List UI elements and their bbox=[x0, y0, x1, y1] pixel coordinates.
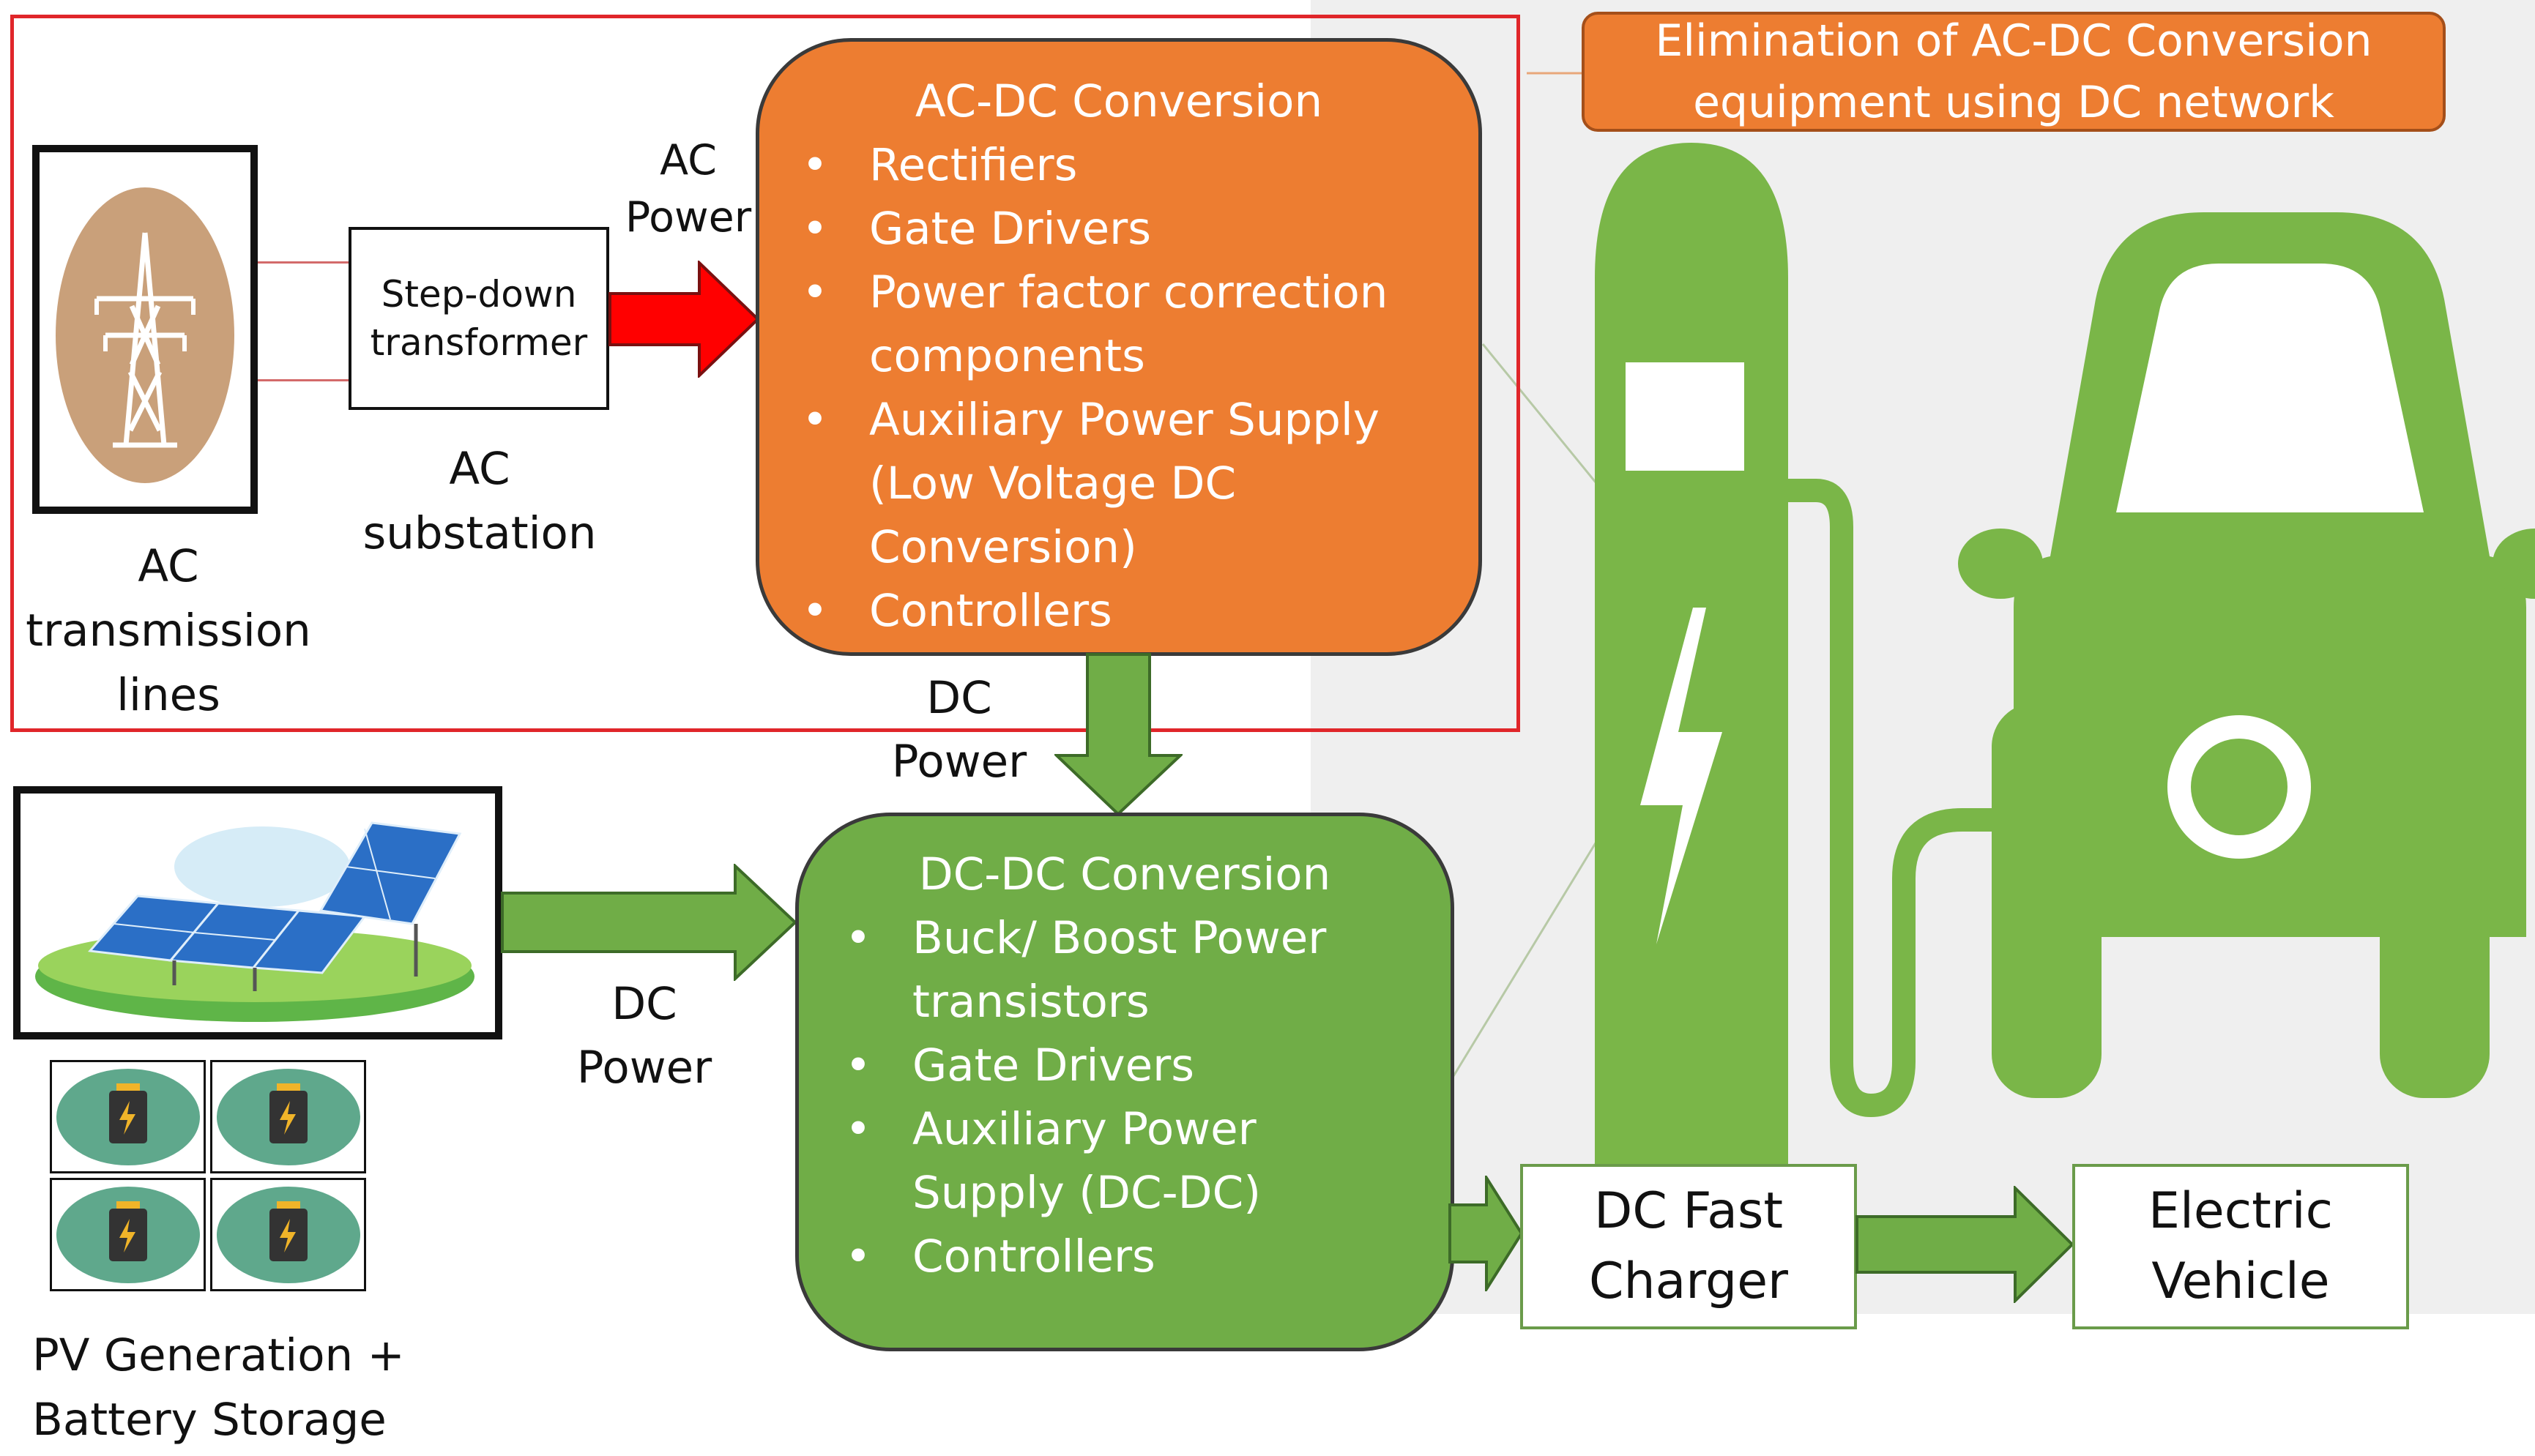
pv-label: PV Generation + Battery Storage bbox=[32, 1329, 405, 1446]
tower-transformer-line-bottom bbox=[258, 379, 350, 381]
tower-label: AC transmission lines bbox=[26, 540, 311, 721]
battery-grid bbox=[50, 1060, 366, 1291]
pv-dc-power-label: DC Power bbox=[576, 978, 712, 1094]
battery-cell bbox=[210, 1060, 366, 1173]
list-item: Auxiliary Power Supply (DC-DC) bbox=[845, 1097, 1421, 1225]
dcdc-charger-arrow bbox=[1448, 1176, 1524, 1291]
list-item: Controllers bbox=[802, 579, 1434, 643]
dcdc-conversion-box: DC-DC Conversion Buck/ Boost Power trans… bbox=[795, 813, 1454, 1351]
battery-icon bbox=[56, 1068, 200, 1165]
list-item: Gate Drivers bbox=[845, 1034, 1421, 1097]
ac-power-arrow bbox=[608, 261, 760, 378]
dcdc-item-list: Buck/ Boost Power transistors Gate Drive… bbox=[799, 906, 1451, 1288]
electric-car-icon bbox=[1958, 212, 2535, 1098]
solar-panel-icon bbox=[35, 821, 474, 1022]
battery-cell bbox=[50, 1060, 206, 1173]
battery-icon bbox=[216, 1068, 360, 1165]
ev-charger-icon bbox=[1595, 143, 2167, 1168]
pv-dc-power-arrow bbox=[501, 864, 797, 981]
substation-label: AC substation bbox=[362, 443, 597, 559]
acdc-title: AC-DC Conversion bbox=[915, 75, 1323, 127]
battery-icon bbox=[216, 1186, 360, 1283]
list-item: Buck/ Boost Power transistors bbox=[845, 906, 1421, 1034]
list-item: Gate Drivers bbox=[802, 197, 1434, 261]
banner: Elimination of AC-DC Conversion equipmen… bbox=[1582, 12, 2446, 132]
electric-vehicle-box: Electric Vehicle bbox=[2072, 1164, 2409, 1329]
dc-fast-charger-label: DC Fast Charger bbox=[1589, 1182, 1788, 1310]
charger-ev-arrow bbox=[1855, 1186, 2074, 1303]
battery-icon bbox=[56, 1186, 200, 1283]
transformer-label: Step-down transformer bbox=[370, 273, 588, 364]
transformer-box: Step-down transformer bbox=[349, 227, 609, 410]
banner-text: Elimination of AC-DC Conversion equipmen… bbox=[1655, 15, 2372, 128]
list-item: Power factor correction components bbox=[802, 261, 1434, 388]
tower-transformer-line-top bbox=[258, 261, 350, 264]
solar-panel-frame bbox=[13, 786, 502, 1039]
battery-cell bbox=[50, 1178, 206, 1291]
acdc-item-list: Rectifiers Gate Drivers Power factor cor… bbox=[759, 133, 1478, 643]
dcdc-title: DC-DC Conversion bbox=[918, 848, 1331, 900]
battery-cell bbox=[210, 1178, 366, 1291]
transmission-tower-frame bbox=[32, 145, 258, 514]
acdc-conversion-box: AC-DC Conversion Rectifiers Gate Drivers… bbox=[756, 38, 1482, 656]
list-item: Controllers bbox=[845, 1225, 1421, 1288]
dc-fast-charger-box: DC Fast Charger bbox=[1520, 1164, 1857, 1329]
dc-power-arrow-down bbox=[1054, 653, 1183, 815]
dc-power-label-top: DC Power bbox=[891, 672, 1027, 788]
ac-power-label: AC Power bbox=[625, 136, 752, 242]
electric-vehicle-label: Electric Vehicle bbox=[2148, 1182, 2333, 1310]
list-item: Rectifiers bbox=[802, 133, 1434, 197]
list-item: Auxiliary Power Supply (Low Voltage DC C… bbox=[802, 388, 1434, 579]
ac-section-frame bbox=[10, 15, 1520, 732]
transmission-tower-icon bbox=[56, 187, 234, 483]
